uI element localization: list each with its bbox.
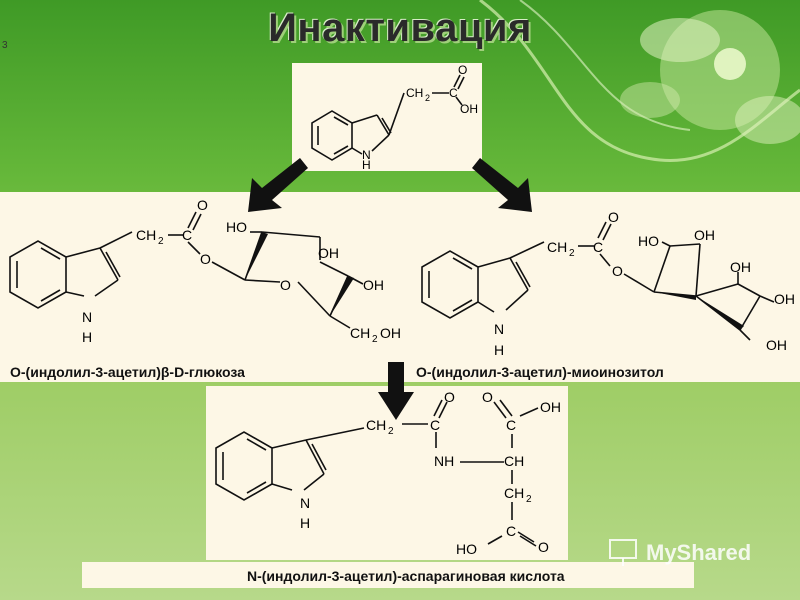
- aspartic-ch-label: CH: [504, 453, 524, 469]
- arrow-down-icon: [378, 362, 414, 420]
- glucose-c-label: C: [182, 227, 192, 243]
- aspartic-acid-structure: N H CH 2 C O NH CH C O OH CH 2 C HO O: [215, 389, 561, 557]
- top-c-label: C: [449, 86, 458, 100]
- inositol-caption: O-(индолил-3-ацетил)-миоинозитол: [416, 364, 664, 380]
- inositol-oh2-label: OH: [730, 259, 751, 275]
- inositol-h-label: H: [494, 342, 504, 357]
- glucose-ch2-sub: 2: [158, 236, 164, 247]
- glucose-ch2-label: CH: [136, 227, 156, 243]
- inositol-ch2-sub: 2: [569, 248, 575, 259]
- glucose-ch2oh-oh-label: OH: [380, 325, 400, 341]
- aspartic-ch2-label: CH: [366, 417, 386, 433]
- aspartic-o-bottom-label: O: [538, 539, 549, 555]
- watermark: MyShared: [606, 536, 766, 568]
- watermark-text: MyShared: [646, 540, 752, 565]
- aspartic-ch2-sub: 2: [388, 426, 394, 437]
- inositol-ho-label: HO: [638, 233, 659, 249]
- aspartic-o-top-label: O: [482, 389, 493, 405]
- top-ch2-sub: 2: [425, 93, 430, 103]
- aspartic-n-label: N: [300, 495, 310, 511]
- inositol-oh4-label: OH: [766, 337, 787, 353]
- aspartic-ch2-b-sub: 2: [526, 494, 532, 505]
- arrow-right-down-icon: [472, 158, 532, 212]
- glucose-o-carbonyl-label: O: [197, 197, 208, 213]
- glucose-oh1-label: OH: [318, 245, 339, 261]
- top-n-label: N: [362, 148, 371, 162]
- glucose-h-label: H: [82, 329, 92, 345]
- aspartic-oh-top-label: OH: [540, 399, 561, 415]
- glucose-ring-o-label: O: [280, 277, 291, 293]
- presentation-icon: [609, 539, 637, 566]
- aspartic-ho-bottom-label: HO: [456, 541, 477, 557]
- glucose-oh2-label: OH: [363, 277, 384, 293]
- inositol-oh3-label: OH: [774, 291, 795, 307]
- aspartic-nh-label: NH: [434, 453, 454, 469]
- aspartic-c1-label: C: [430, 417, 440, 433]
- page-title: Инактивация: [268, 6, 532, 50]
- inositol-ch2-label: CH: [547, 239, 567, 255]
- aspartic-caption-box: N-(индолил-3-ацетил)-аспарагиновая кисло…: [82, 562, 694, 588]
- glucose-ho-label: HO: [226, 219, 247, 235]
- glucose-caption: O-(индолил-3-ацетил)β-D-глюкоза: [10, 364, 245, 380]
- glucose-ch2oh-label: CH: [350, 325, 370, 341]
- aspartic-ch2-b-label: CH: [504, 485, 524, 501]
- arrow-left-down-icon: [248, 158, 308, 212]
- aspartic-c-top-label: C: [506, 417, 516, 433]
- top-oh-label: OH: [460, 102, 478, 116]
- bottom-molecule-panel: N H CH 2 C O NH CH C O OH CH 2 C HO O: [206, 386, 568, 560]
- top-ch2-label: CH: [406, 86, 423, 100]
- inositol-oh1-label: OH: [694, 227, 715, 243]
- glucose-ester-structure: N H CH 2 C O O HO O OH OH CH 2 OH: [9, 197, 400, 345]
- indoleacetic-acid-structure: N H CH 2 C O OH: [311, 63, 478, 171]
- inositol-c-label: C: [593, 239, 603, 255]
- aspartic-caption: N-(индолил-3-ацетил)-аспарагиновая кисло…: [247, 568, 565, 584]
- top-molecule-panel: N H CH 2 C O OH: [292, 63, 482, 171]
- middle-band-panel: N H CH 2 C O O HO O OH OH CH 2 OH: [0, 192, 800, 382]
- glucose-o-ester-label: O: [200, 251, 211, 267]
- glucose-n-label: N: [82, 309, 92, 325]
- glucose-ch2oh-sub: 2: [372, 334, 378, 345]
- aspartic-h-label: H: [300, 515, 310, 531]
- aspartic-c-bottom-label: C: [506, 523, 516, 539]
- top-h-label: H: [362, 158, 371, 171]
- inositol-o-carbonyl-label: O: [608, 209, 619, 225]
- inositol-n-label: N: [494, 321, 504, 337]
- inositol-o-ester-label: O: [612, 263, 623, 279]
- top-o-label: O: [458, 63, 467, 77]
- inositol-ester-structure: N H CH 2 C O O HO OH OH OH OH: [421, 209, 795, 357]
- aspartic-o1-label: O: [444, 389, 455, 405]
- slide-marker: 3: [2, 40, 8, 51]
